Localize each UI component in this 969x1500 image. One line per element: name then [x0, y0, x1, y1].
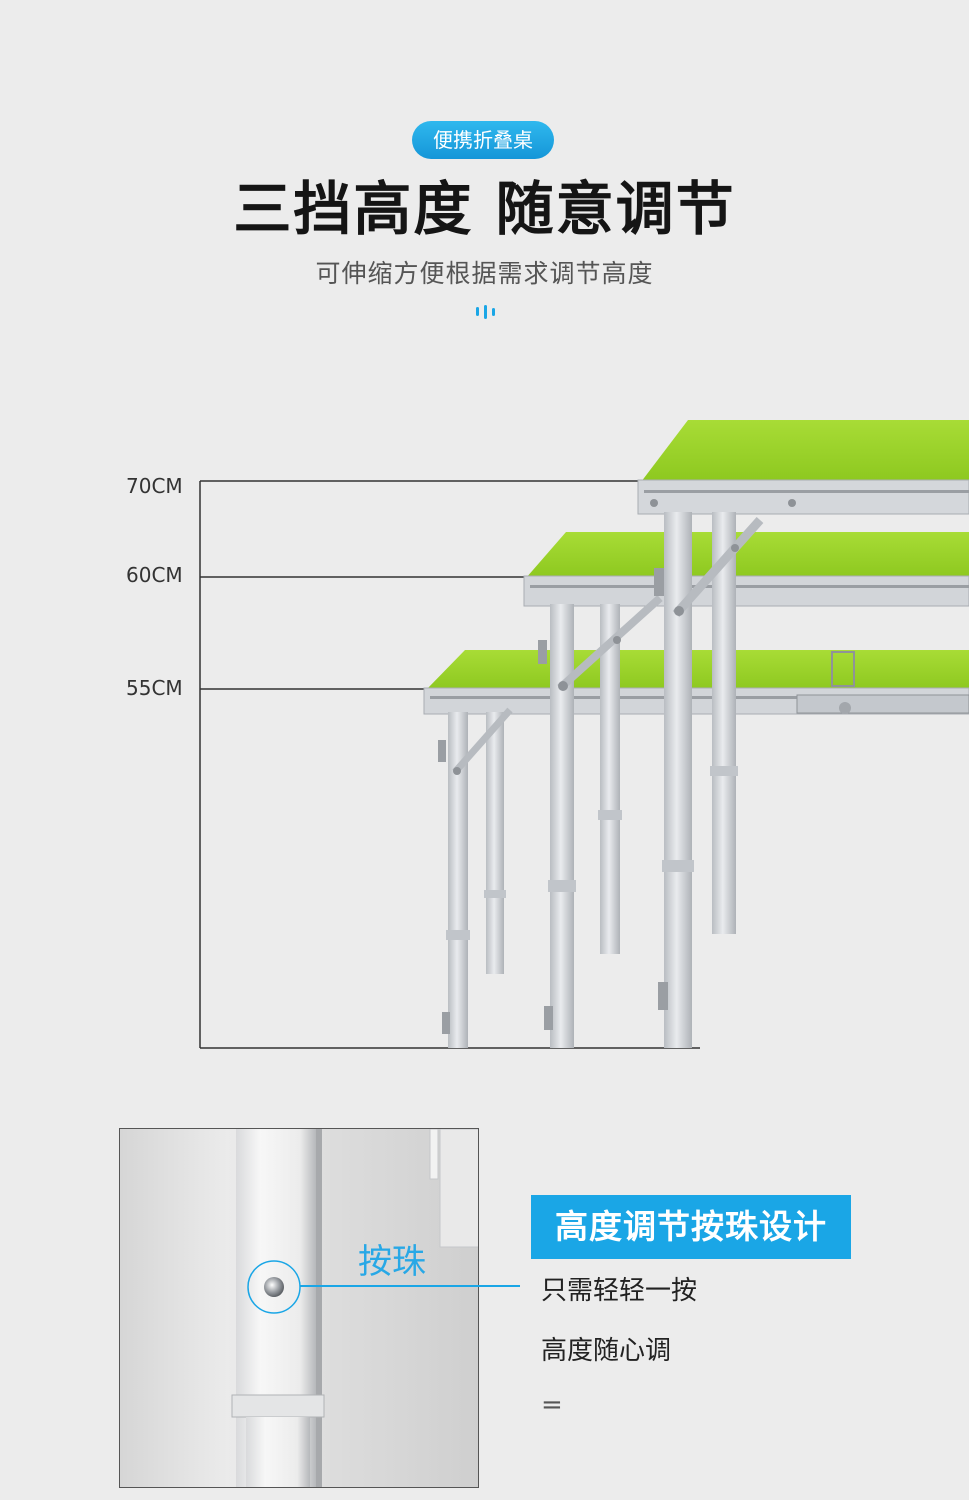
feature-line-2: 高度随心调 [541, 1336, 672, 1366]
table-60cm [523, 532, 969, 1048]
pin-label: 按珠 [358, 1242, 426, 1282]
table-70cm [637, 420, 969, 1048]
page-subheadline: 可伸缩方便根据需求调节高度 [315, 259, 654, 288]
height-label-70: 70CM [126, 474, 183, 498]
height-label-60: 60CM [126, 563, 183, 587]
feature-title: 高度调节按珠设计 [531, 1195, 851, 1259]
leg-closeup-illustration [231, 1129, 478, 1487]
height-label-55: 55CM [126, 676, 183, 700]
table-55cm [423, 650, 969, 1048]
decorative-bars-icon [476, 305, 495, 319]
category-badge: 便携折叠桌 [412, 121, 554, 159]
adjust-pin-closeup [119, 1128, 479, 1488]
pin-pointer-line [300, 1285, 520, 1287]
table-height-illustration [199, 420, 969, 1049]
feature-line-3: = [541, 1390, 563, 1420]
page-headline: 三挡高度 随意调节 [233, 175, 736, 243]
feature-line-1: 只需轻轻一按 [541, 1276, 698, 1306]
